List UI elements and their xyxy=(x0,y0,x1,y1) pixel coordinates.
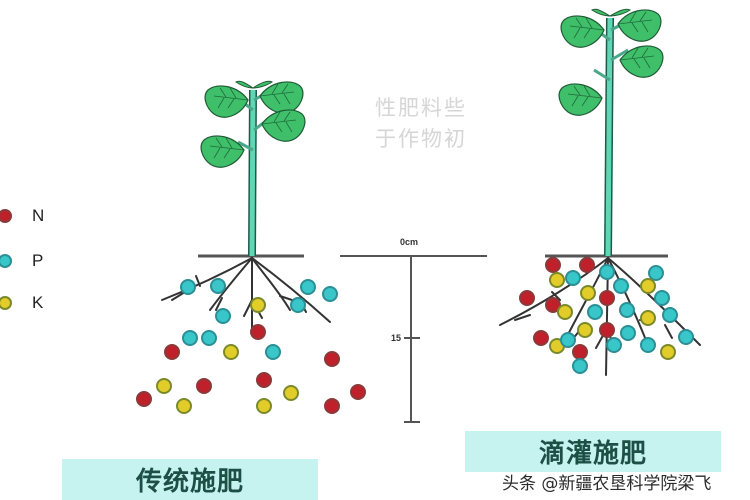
right-panel-title: 滴灌施肥 xyxy=(538,439,647,469)
faint-background-text: 性肥料些 于作物初 xyxy=(375,93,467,155)
scale-mid-label: 15 xyxy=(391,333,402,343)
phosphorus-dot-icon xyxy=(0,254,12,268)
potassium-dot-icon xyxy=(0,296,12,310)
left-nutrient-dots xyxy=(136,278,366,414)
legend-label: K xyxy=(32,293,44,312)
watermark: 头条 @新疆农垦科学院梁飞 xyxy=(502,474,712,494)
legend-item-k: K xyxy=(0,293,43,313)
left-panel-title: 传统施肥 xyxy=(135,467,244,497)
right-panel-label: 滴灌施肥 xyxy=(465,431,721,472)
legend-label: N xyxy=(32,206,45,225)
faint-line-2: 于作物初 xyxy=(375,127,467,151)
nitrogen-dot-icon xyxy=(0,209,12,223)
faint-line-1: 性肥料些 xyxy=(375,96,467,120)
right-nutrient-dots xyxy=(519,257,694,374)
legend-label: P xyxy=(32,251,44,270)
left-panel-label: 传统施肥 xyxy=(62,459,318,500)
scale-top-label: 0cm xyxy=(400,237,419,247)
legend-item-n: N xyxy=(0,206,44,226)
depth-scale xyxy=(340,255,487,423)
legend-item-p: P xyxy=(0,251,43,271)
